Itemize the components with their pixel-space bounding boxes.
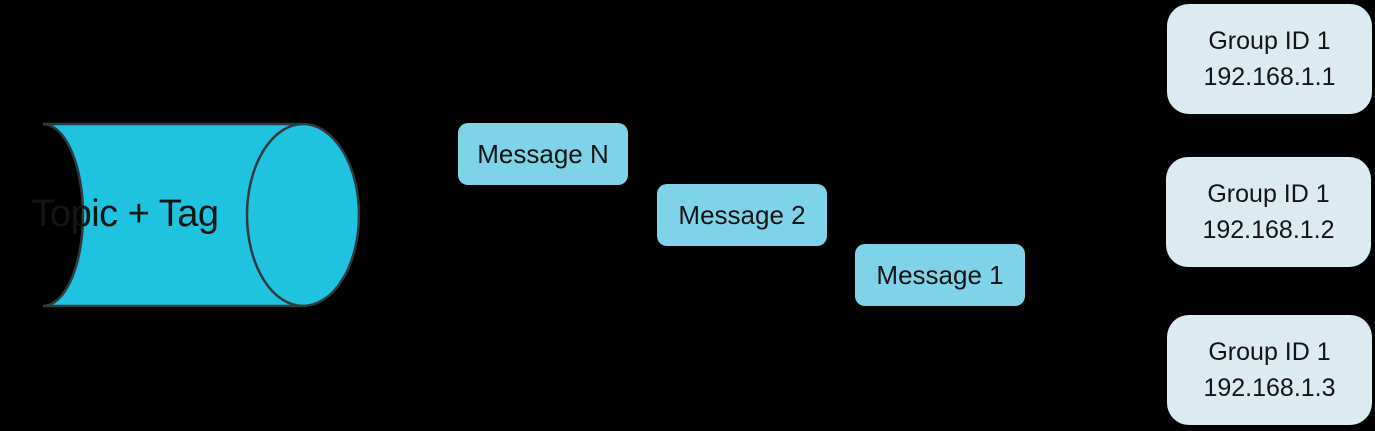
group-id-label: Group ID 1 <box>1208 27 1331 55</box>
group-node-2: Group ID 1 192.168.1.2 <box>1166 157 1371 267</box>
group-id-label: Group ID 1 <box>1208 338 1331 366</box>
group-ip-label: 192.168.1.2 <box>1202 216 1335 244</box>
group-node-3: Group ID 1 192.168.1.3 <box>1167 315 1372 425</box>
group-id-label: Group ID 1 <box>1207 180 1330 208</box>
message-node-1: Message 1 <box>855 244 1025 306</box>
cylinder-rim <box>245 122 304 308</box>
group-ip-label: 192.168.1.1 <box>1203 63 1336 91</box>
topic-cylinder <box>42 122 361 308</box>
message-node-n: Message N <box>458 123 628 185</box>
message-node-2: Message 2 <box>657 184 827 246</box>
group-node-1: Group ID 1 192.168.1.1 <box>1167 4 1372 114</box>
group-ip-label: 192.168.1.3 <box>1203 374 1336 402</box>
topic-label: Topic + Tag <box>31 192 219 235</box>
